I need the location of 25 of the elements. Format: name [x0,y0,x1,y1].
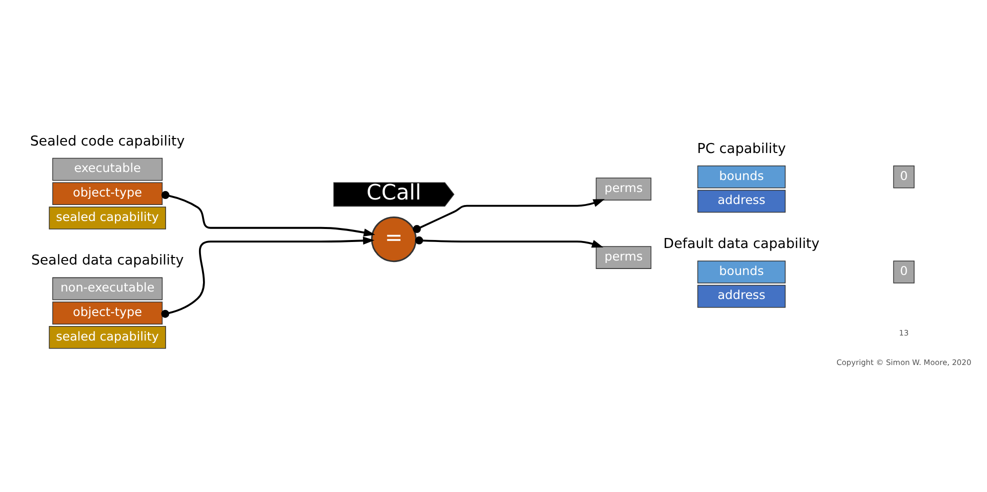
node-box: non-executable [52,276,163,300]
node-box: sealed capability [48,206,166,229]
node-box: object-type [52,182,163,205]
node-box: address [697,189,786,212]
node-box: 0 [893,165,915,188]
node-box: executable [52,157,163,180]
label: Default data capability [663,235,820,252]
label: 13 [899,328,909,337]
node-box: perms [596,246,652,268]
node-circle: = [371,216,417,262]
node-box: sealed capability [48,326,166,348]
node-box: 0 [893,260,915,283]
label: Sealed code capability [30,132,185,149]
node-box: bounds [697,260,786,283]
node-box: address [697,284,786,308]
node-box: object-type [52,301,163,324]
arrow [161,236,374,318]
arrow [415,236,604,248]
node-box: perms [596,177,652,200]
label: Sealed data capability [31,252,184,268]
arrow [412,198,605,233]
arrow [161,190,376,236]
label: Copyright © Simon W. Moore, 2020 [836,358,972,367]
node-box: bounds [697,165,786,188]
label: PC capability [697,140,786,156]
